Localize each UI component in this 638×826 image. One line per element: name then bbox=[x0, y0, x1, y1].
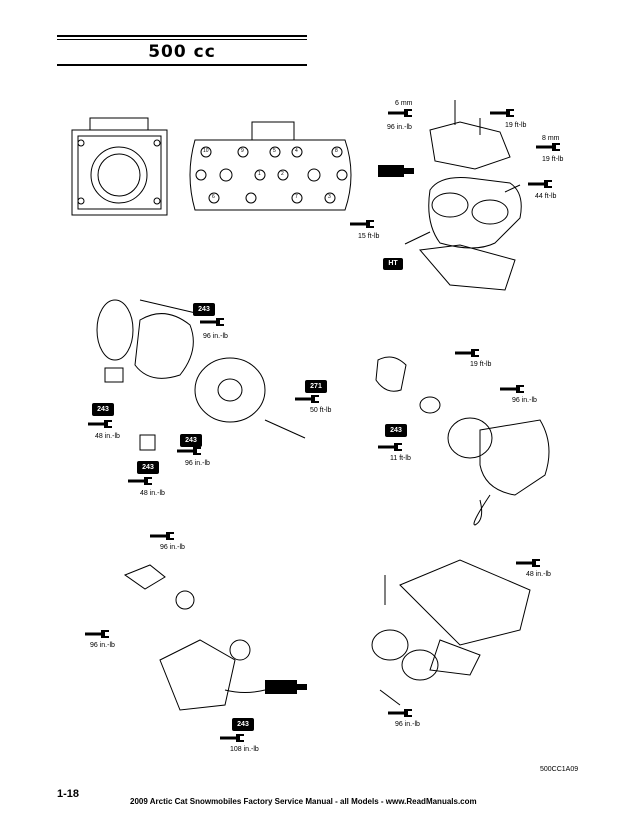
figure-code: 500CC1A09 bbox=[540, 766, 579, 773]
seq-9: 9 bbox=[241, 148, 244, 154]
label-6mm: 6 mm bbox=[395, 100, 413, 107]
wrench-icon bbox=[500, 385, 524, 393]
seq-2: 2 bbox=[281, 171, 284, 177]
label-96inlb-c: 96 in.-lb bbox=[185, 460, 210, 467]
wrench-icon bbox=[128, 477, 152, 485]
label-96inlb-mag: 96 in.-lb bbox=[203, 333, 228, 340]
label-15ftlb: 15 ft-lb bbox=[358, 233, 380, 240]
seq-1: 1 bbox=[258, 171, 261, 177]
label-48inlb-intake: 48 in.-lb bbox=[526, 571, 551, 578]
label-8mm: 8 mm bbox=[542, 135, 560, 142]
wrench-icon bbox=[295, 395, 319, 403]
seq-5: 5 bbox=[273, 148, 276, 154]
label-108inlb: 108 in.-lb bbox=[230, 746, 259, 753]
seq-8: 8 bbox=[335, 148, 338, 154]
label-48inlb-a: 48 in.-lb bbox=[95, 433, 120, 440]
intake-drawing bbox=[371, 559, 531, 706]
header-rule-top bbox=[57, 35, 307, 37]
label-19ftlb-b: 19 ft-lb bbox=[542, 156, 564, 163]
label-11ftlb: 11 ft-lb bbox=[390, 455, 411, 462]
label-19ftlb-top: 19 ft-lb bbox=[505, 122, 527, 129]
label-96inlb-intake: 96 in.-lb bbox=[395, 721, 420, 728]
wrench-icon bbox=[150, 532, 174, 540]
magneto-drawing bbox=[96, 299, 306, 451]
cylinder-head-drawing bbox=[189, 121, 352, 211]
wrench-icon bbox=[85, 630, 109, 638]
seq-6: 6 bbox=[212, 194, 215, 200]
header-rule-bottom bbox=[57, 64, 307, 66]
water-pump-drawing bbox=[123, 564, 266, 711]
loctite-243-badge: 243 bbox=[232, 718, 254, 731]
loctite-243-badge: 243 bbox=[180, 434, 202, 447]
wrench-icon bbox=[528, 180, 552, 188]
wrench-icon bbox=[516, 559, 540, 567]
seq-10: 10 bbox=[203, 148, 209, 154]
loctite-243-badge: 243 bbox=[137, 461, 159, 474]
wrench-icon bbox=[490, 109, 514, 117]
label-48inlb-b: 48 in.-lb bbox=[140, 490, 165, 497]
wrench-icon bbox=[536, 143, 560, 151]
header-rule-mid bbox=[57, 39, 307, 40]
seq-7: 7 bbox=[295, 194, 298, 200]
wrench-icon bbox=[455, 349, 479, 357]
label-96inlb-water-left: 96 in.-lb bbox=[90, 642, 115, 649]
wrench-icon bbox=[388, 709, 412, 717]
engine-top-drawing bbox=[404, 100, 522, 291]
label-19ftlb-recoil: 19 ft-lb bbox=[470, 361, 492, 368]
sealant-tube-icon bbox=[265, 165, 414, 694]
label-96inlb-recoil: 96 in.-lb bbox=[512, 397, 537, 404]
wrench-icon bbox=[378, 443, 402, 451]
cylinder-base-drawing bbox=[71, 117, 168, 216]
seq-4: 4 bbox=[295, 148, 298, 154]
wrench-icon bbox=[177, 447, 201, 455]
footer-text: 2009 Arctic Cat Snowmobiles Factory Serv… bbox=[130, 797, 477, 806]
label-96inlb-top: 96 in.-lb bbox=[387, 124, 412, 131]
wrench-icon bbox=[350, 220, 374, 228]
label-44ftlb: 44 ft-lb bbox=[535, 193, 557, 200]
page-number: 1-18 bbox=[57, 788, 80, 800]
loctite-243-badge: 243 bbox=[92, 403, 114, 416]
ht-badge: HT bbox=[383, 258, 403, 270]
wrench-icon bbox=[88, 420, 112, 428]
page-title: 500 cc bbox=[148, 42, 216, 62]
wrench-icon bbox=[388, 109, 412, 117]
recoil-drawing bbox=[375, 356, 550, 526]
seq-3: 3 bbox=[328, 194, 331, 200]
loctite-243-badge: 243 bbox=[385, 424, 407, 437]
wrench-icon bbox=[220, 734, 244, 742]
wrench-icon bbox=[200, 318, 224, 326]
label-50ftlb: 50 ft-lb bbox=[310, 407, 332, 414]
loctite-271-badge: 271 bbox=[305, 380, 327, 393]
label-96inlb-water-top: 96 in.-lb bbox=[160, 544, 185, 551]
loctite-243-badge: 243 bbox=[193, 303, 215, 316]
